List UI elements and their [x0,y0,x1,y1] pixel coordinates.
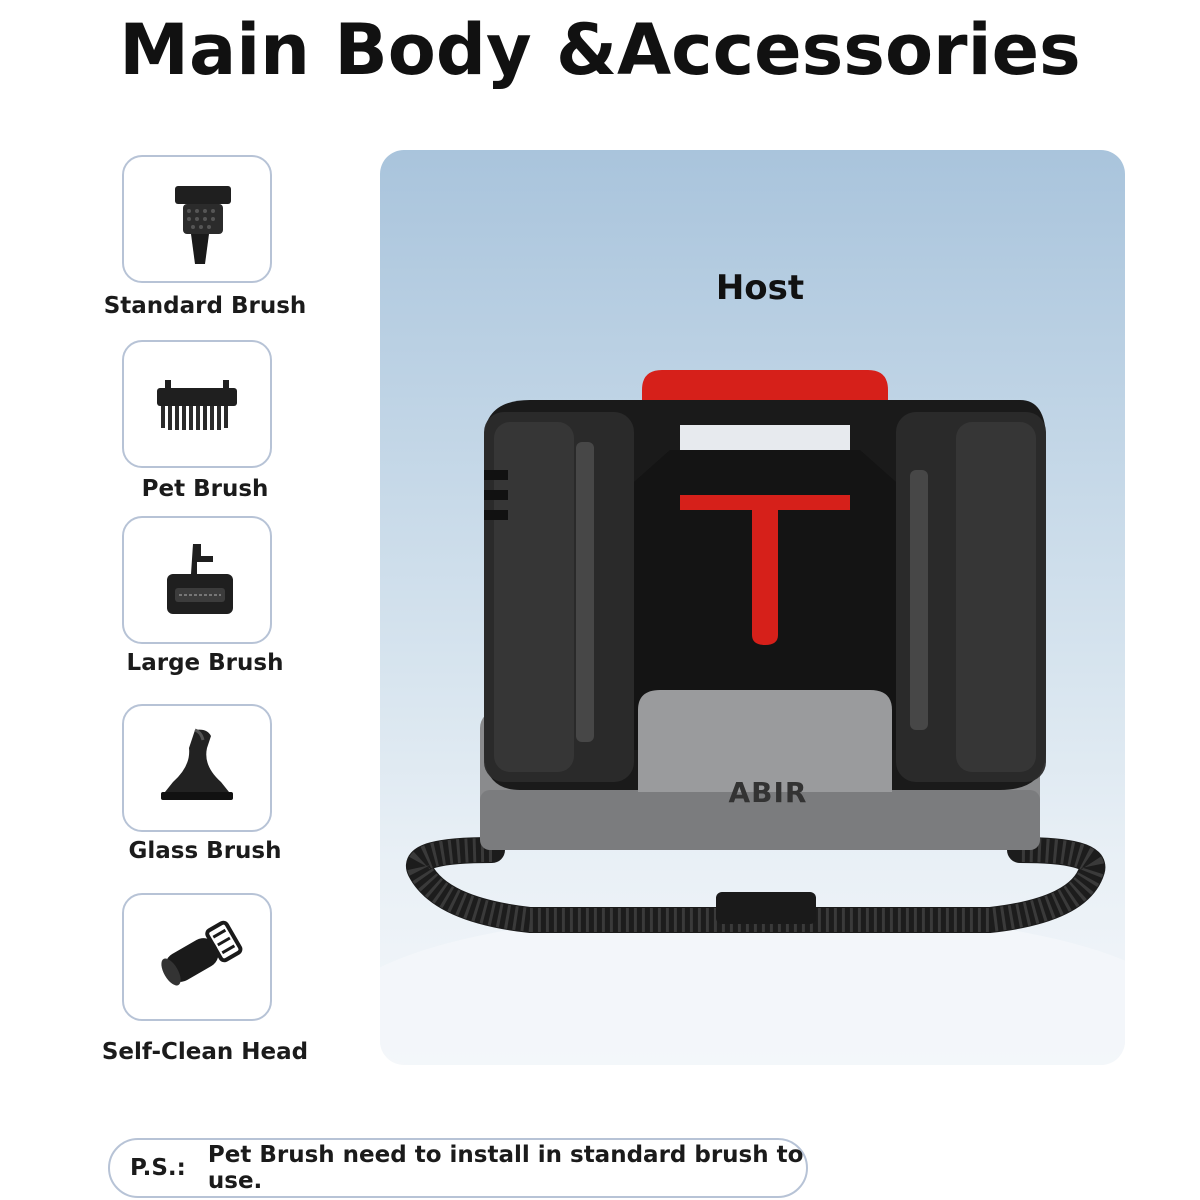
ps-note-text: Pet Brush need to install in standard br… [207,1142,804,1194]
accessory-card-glass-brush[interactable] [122,704,272,832]
accessory-label-self-clean-head: Self-Clean Head [101,1039,309,1065]
accessory-card-standard-brush[interactable] [122,155,272,283]
accessory-card-pet-brush[interactable] [122,340,272,468]
glass-brush-icon [161,728,233,800]
accessory-card-large-brush[interactable] [122,516,272,644]
ps-note-prefix: P.S.: [130,1155,186,1181]
large-brush-icon [167,544,233,614]
accessory-card-self-clean-head[interactable] [122,893,272,1021]
accessory-label-glass-brush: Glass Brush [128,838,282,864]
accessory-label-large-brush: Large Brush [126,650,284,676]
brand-logo: ABIR [728,776,808,809]
carpet-cleaner-image [380,370,1125,1065]
accessory-label-standard-brush: Standard Brush [103,293,307,319]
standard-brush-icon [175,186,231,264]
host-panel: Host ABIR [380,150,1125,1065]
ps-note: P.S.: Pet Brush need to install in stand… [108,1138,808,1198]
host-label: Host [715,268,805,308]
self-clean-head-icon [161,920,243,986]
accessory-label-pet-brush: Pet Brush [141,476,269,502]
pet-brush-icon [157,380,237,430]
page-title: Main Body &Accessories [119,9,1081,91]
